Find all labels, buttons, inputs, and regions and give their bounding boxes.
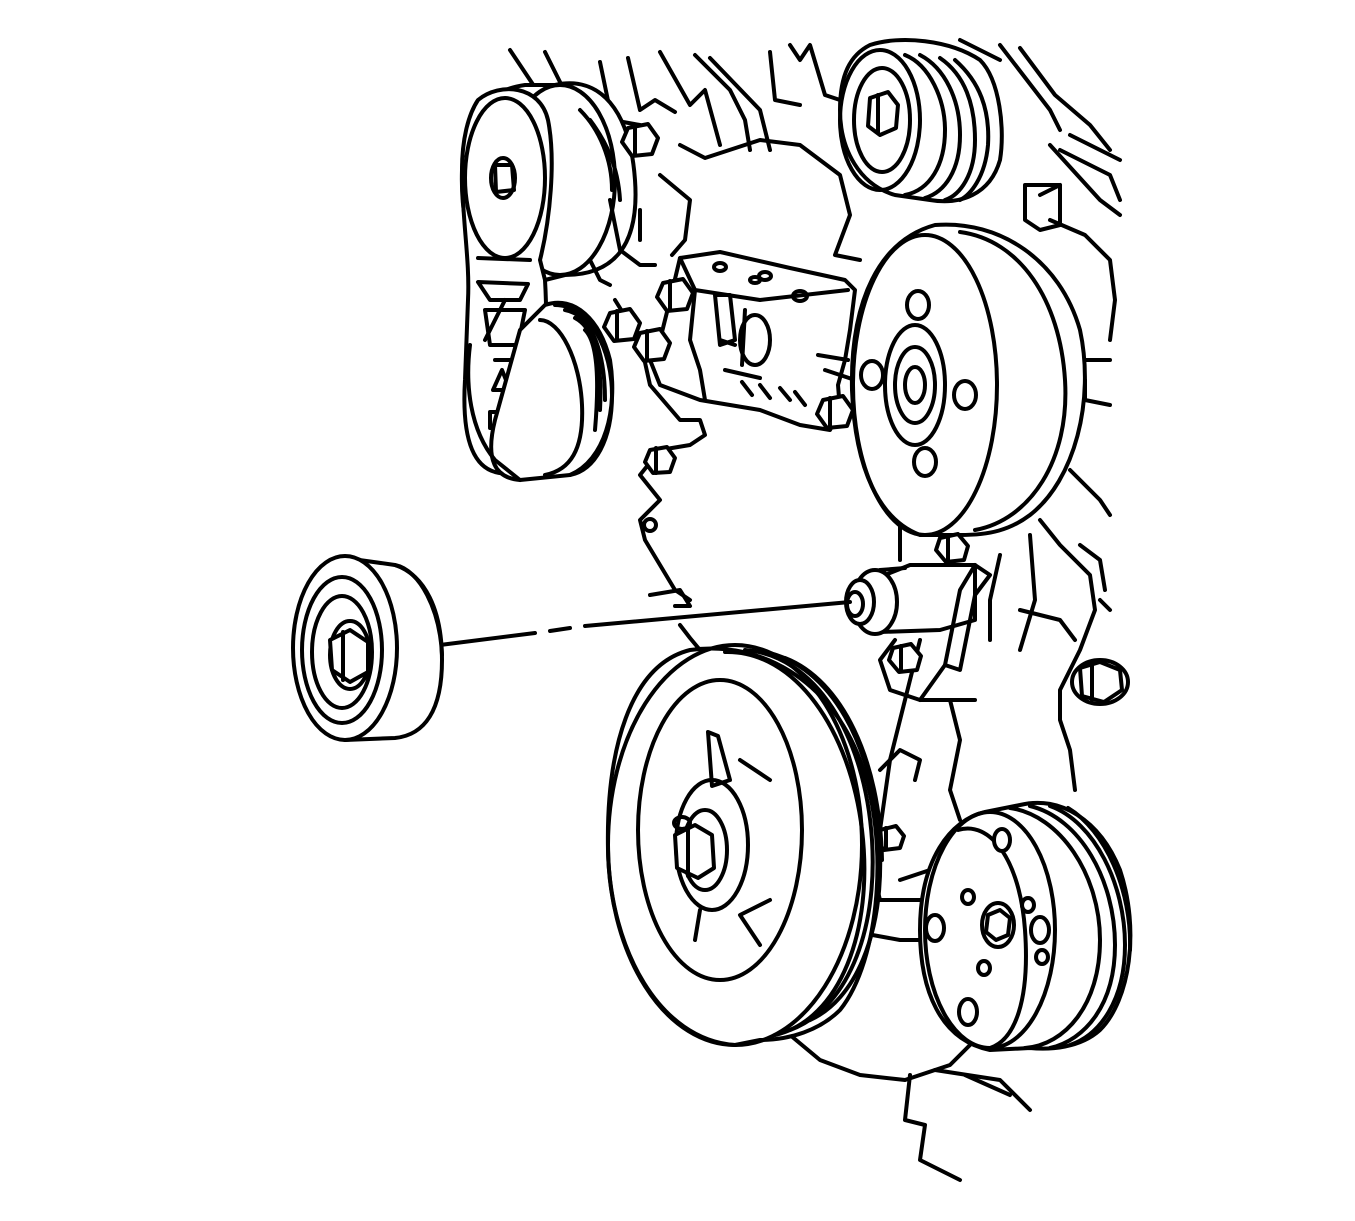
installation-leader-line [438, 600, 852, 647]
bracket-bolt [815, 394, 855, 430]
engine-front-cover [508, 38, 1122, 1182]
mounting-bracket [648, 250, 857, 432]
idler-pulley-bolt [328, 619, 372, 691]
bracket-bolt [643, 445, 677, 475]
plug-bolt [1070, 658, 1130, 706]
cover-bolt [934, 532, 970, 564]
bracket-bolt [632, 327, 672, 363]
bracket-bolts [602, 122, 855, 475]
cover-bolt [887, 642, 923, 674]
water-pump-pulley [849, 222, 1087, 537]
bracket-bolt [602, 307, 642, 343]
top-center-idler-pulley [838, 38, 1004, 204]
upper-idler-pulley [466, 300, 615, 482]
bracket-bolt [655, 277, 695, 313]
bracket-bolt [620, 122, 660, 158]
ac-compressor-clutch-pulley [918, 800, 1133, 1052]
crankshaft-balancer-pulley [605, 643, 884, 1047]
removed-idler-pulley[interactable] [291, 554, 444, 742]
idler-mounting-boss [844, 563, 992, 702]
